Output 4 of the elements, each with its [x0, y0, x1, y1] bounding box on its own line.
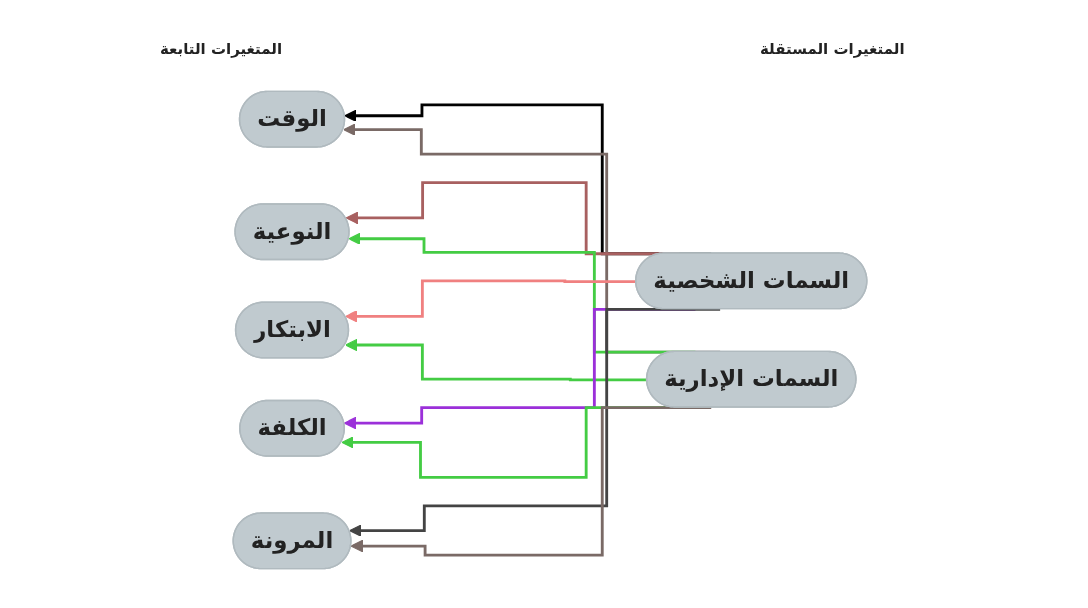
column-heading: المتغيرات المستقلة — [760, 40, 905, 58]
column-heading: المتغيرات التابعة — [160, 40, 283, 58]
arrow — [350, 406, 712, 557]
arrow — [349, 307, 721, 537]
